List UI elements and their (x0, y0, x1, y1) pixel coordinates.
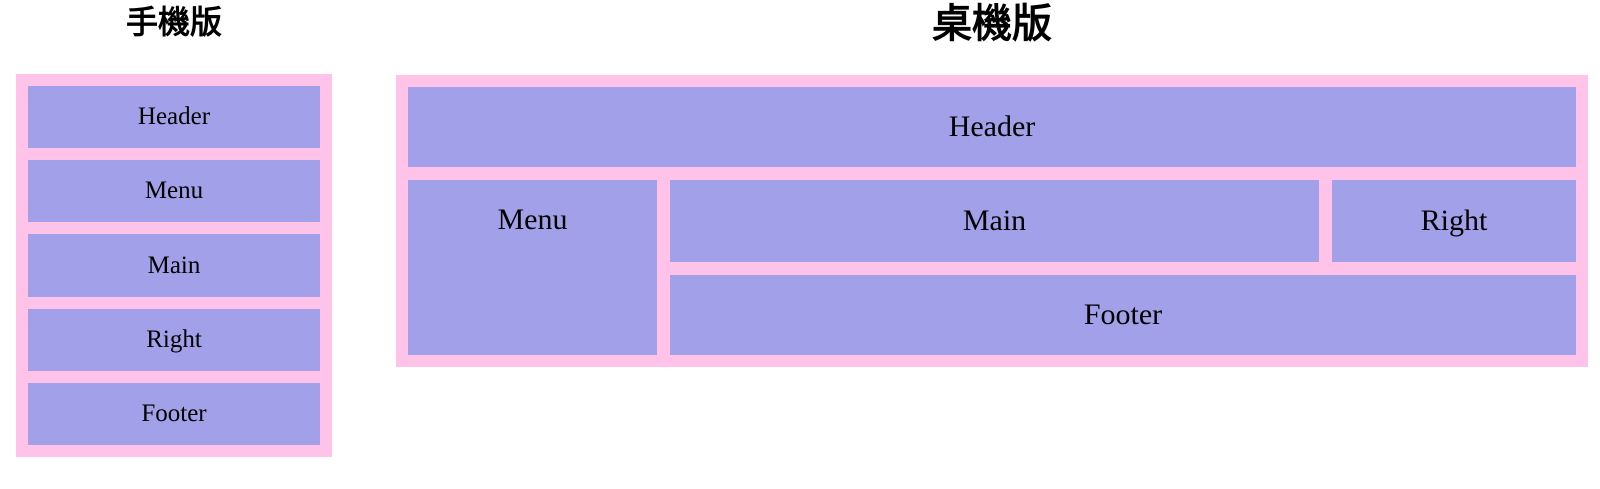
desktop-layout-container: Header Menu Main Right Footer (396, 75, 1588, 367)
mobile-layout-container: Header Menu Main Right Footer (16, 74, 332, 457)
mobile-box-header: Header (28, 86, 320, 149)
desktop-section-title: 桌機版 (932, 2, 1052, 46)
mobile-box-footer: Footer (28, 382, 320, 446)
desktop-box-right: Right (1332, 180, 1576, 262)
desktop-box-header: Header (408, 87, 1576, 167)
mobile-box-menu: Menu (28, 160, 320, 223)
mobile-box-right: Right (28, 308, 320, 371)
desktop-box-footer: Footer (670, 275, 1576, 355)
mobile-box-main: Main (28, 234, 320, 297)
desktop-box-menu: Menu (408, 180, 657, 355)
desktop-box-main: Main (670, 180, 1319, 262)
mobile-section-title: 手機版 (125, 4, 222, 40)
